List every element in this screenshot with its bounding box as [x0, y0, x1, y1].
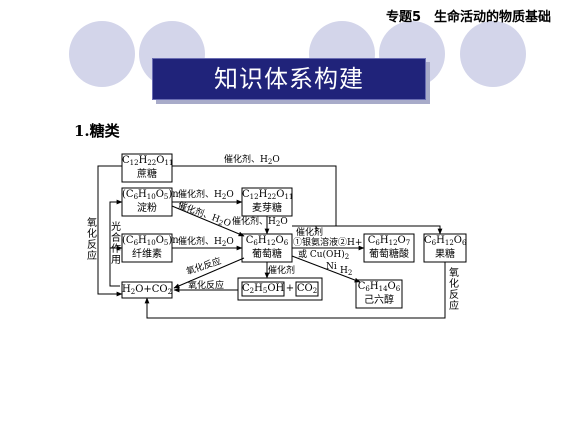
label-oxidation-left: 氧化反应: [87, 218, 97, 262]
decor-circle: [460, 21, 526, 87]
label-copper: 或 Cu(OH)2: [298, 250, 350, 261]
formula-ethanol: C2H5OH: [242, 283, 285, 295]
banner-title: 知识体系构建: [152, 58, 426, 100]
node-co2water: H2O+CO2: [122, 284, 172, 298]
label-photosynthesis: 光合作用: [111, 222, 121, 266]
label-catalyst-water-cellulose: 催化剂、H2O: [178, 237, 234, 248]
box-hexitol: [355, 279, 403, 309]
label-catalyst-water-starch: 催化剂、H2O: [178, 190, 234, 201]
node-fructose: C6H12O6 果糖: [424, 235, 466, 261]
name-starch: 淀粉: [137, 203, 157, 214]
name-fructose: 果糖: [435, 249, 455, 260]
section-title: 1.糖类: [74, 122, 120, 140]
formula-cellulose: (C6H10O5)n: [122, 235, 179, 247]
node-cellulose: (C6H10O5)n 纤维素: [122, 235, 179, 261]
label-ni: Ni: [326, 262, 337, 272]
node-ethanol: C2H5OH: [242, 283, 284, 297]
formula-co2: CO2: [296, 283, 318, 295]
box-co2: [295, 281, 319, 297]
node-co2: CO2: [296, 283, 318, 297]
formula-hexitol: C6H14O6: [357, 281, 401, 293]
label-oxidation-right: 氧化反应: [449, 268, 459, 312]
box-ethanol: [241, 281, 285, 297]
formula-starch: (C6H10O5)n: [122, 189, 179, 201]
decor-circle: [69, 21, 135, 87]
name-hexitol: 己六醇: [364, 295, 394, 306]
node-glucose: C6H12O6 葡萄糖: [242, 235, 292, 261]
formula-glucose: C6H12O6: [245, 235, 289, 247]
node-maltose: C12H22O11 麦芽糖: [242, 189, 294, 215]
formula-maltose: C12H22O11: [242, 189, 294, 201]
name-gluconic: 葡萄糖酸: [369, 249, 409, 260]
node-gluconic: C6H12O7 葡萄糖酸: [364, 235, 414, 261]
box-sucrose: [121, 153, 173, 183]
plus-label: +: [285, 283, 295, 294]
node-hexitol: C6H14O6 己六醇: [356, 281, 402, 307]
label-catalyst-water-top: 催化剂、H2O: [224, 155, 280, 166]
label-h2: H2: [340, 266, 353, 277]
formula-sucrose: C12H22O11: [122, 155, 174, 167]
topic-header: 专题5 生命活动的物质基础: [386, 10, 552, 25]
label-oxidation-ethanol: 氧化反应: [188, 281, 225, 291]
label-silver-ammonia: ①银氨溶液②H+: [293, 238, 363, 248]
formula-gluconic: C6H12O7: [367, 235, 411, 247]
label-catalyst-ferment: 催化剂: [268, 266, 296, 276]
label-catalyst-water-maltose: 催化剂、H2O: [232, 217, 288, 228]
node-sucrose: C12H22O11 蔗糖: [122, 155, 174, 181]
formula-co2water: H2O+CO2: [122, 284, 173, 296]
label-catalyst-right: 催化剂: [296, 228, 324, 238]
formula-fructose: C6H12O6: [424, 235, 467, 247]
name-sucrose: 蔗糖: [137, 169, 157, 180]
box-ethanol-co2-outer: [237, 277, 323, 301]
name-glucose: 葡萄糖: [252, 249, 282, 260]
node-starch: (C6H10O5)n 淀粉: [122, 189, 179, 215]
name-maltose: 麦芽糖: [252, 203, 282, 214]
name-cellulose: 纤维素: [132, 249, 162, 260]
